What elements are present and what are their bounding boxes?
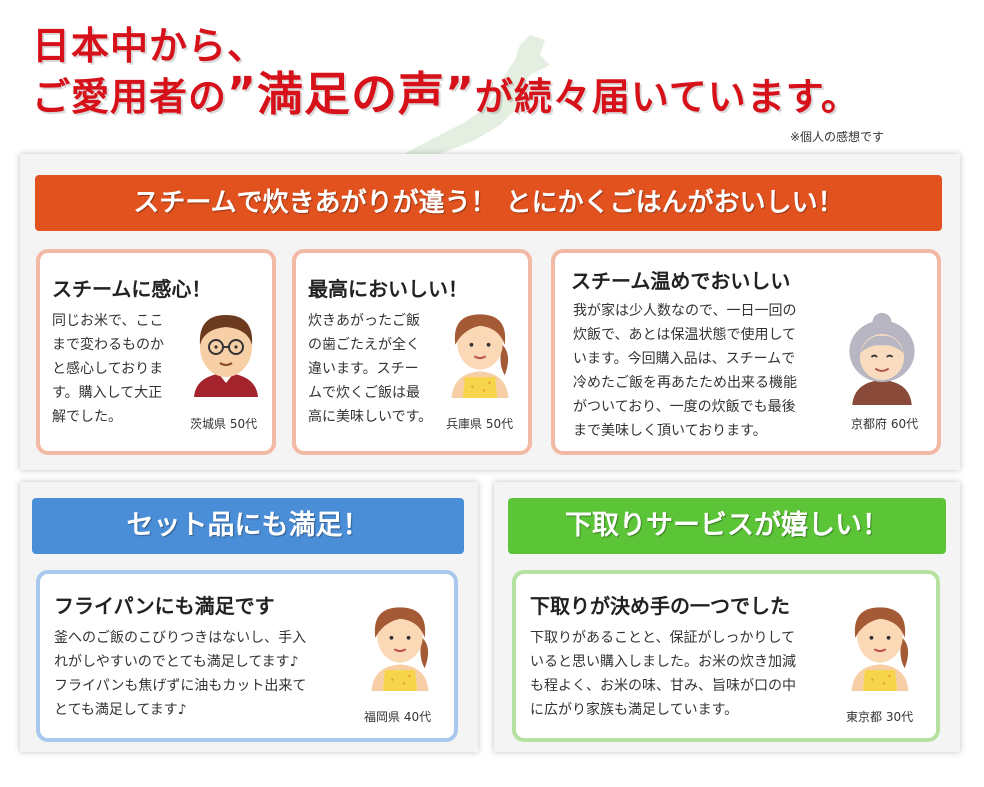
reviewer-location: 兵庫県 50代 xyxy=(446,417,514,431)
headline-highlight: 満足の声 xyxy=(256,67,445,121)
review-title: 最高においしい！ xyxy=(308,277,468,301)
review-text: 我が家は少人数なので、一日一回の 炊飯で、あとは保温状態で使用して います。今回… xyxy=(573,303,797,439)
top-banner: スチームで炊きあがりが違う！ とにかくごはんがおいしい！ xyxy=(35,175,942,231)
reviewer-location: 福岡県 40代 xyxy=(364,710,432,724)
review-card: フライパンにも満足です 釜へのご飯のこびりつきはないし、手入 れがしやすいのでと… xyxy=(36,570,458,742)
review-title: 下取りが決め手の一つでした xyxy=(530,594,790,618)
review-card: スチーム温めでおいしい 我が家は少人数なので、一日一回の 炊飯で、あとは保温状態… xyxy=(551,249,941,455)
headline-line2: ご愛用者の”満足の声”が続々届いています。 xyxy=(32,70,860,121)
review-title: フライパンにも満足です xyxy=(54,594,275,618)
review-card: 下取りが決め手の一つでした 下取りがあることと、保証がしっかりして いると思い購… xyxy=(512,570,940,742)
reviewer-location: 京都府 60代 xyxy=(851,417,919,431)
review-text: 釜へのご飯のこびりつきはないし、手入 れがしやすいのでとても満足してます♪ フラ… xyxy=(54,630,307,718)
woman-apron-avatar xyxy=(451,314,509,398)
woman-apron-avatar xyxy=(851,607,909,691)
japan-map-graphic xyxy=(390,35,550,170)
man-with-glasses-avatar xyxy=(194,315,258,397)
headline: 日本中から、 ご愛用者の”満足の声”が続々届いています。 xyxy=(32,22,860,121)
review-text: 下取りがあることと、保証がしっかりして いると思い購入しました。お米の炊き加減 … xyxy=(530,630,796,718)
woman-apron-avatar xyxy=(371,607,429,691)
review-text: 同じお米で、ここ まで変わるものか と感心しておりま す。購入して大正 解でした… xyxy=(52,313,164,425)
headline-pre: ご愛用者の xyxy=(32,75,228,119)
quote-close: ” xyxy=(444,68,475,119)
headline-post: が続々届いています。 xyxy=(474,75,860,119)
review-title: スチームに感心！ xyxy=(52,277,212,301)
set-banner: セット品にも満足！ xyxy=(32,498,464,554)
headline-line1: 日本中から、 xyxy=(32,24,267,68)
tradein-banner: 下取りサービスが嬉しい！ xyxy=(508,498,946,554)
quote-open: ” xyxy=(227,68,257,119)
review-text: 炊きあがったご飯 の歯ごたえが全く 違います。スチー ムで炊くご飯は最 高に美味… xyxy=(308,313,433,425)
reviewer-location: 東京都 30代 xyxy=(846,710,914,724)
disclaimer-note: ※個人の感想です xyxy=(790,130,885,144)
review-card: 最高においしい！ 炊きあがったご飯 の歯ごたえが全く 違います。スチー ムで炊く… xyxy=(292,249,532,455)
review-title: スチーム温めでおいしい xyxy=(571,269,791,293)
grandmother-avatar xyxy=(849,312,915,405)
reviewer-location: 茨城県 50代 xyxy=(190,417,258,431)
review-card: スチームに感心！ 同じお米で、ここ まで変わるものか と感心しておりま す。購入… xyxy=(36,249,276,455)
